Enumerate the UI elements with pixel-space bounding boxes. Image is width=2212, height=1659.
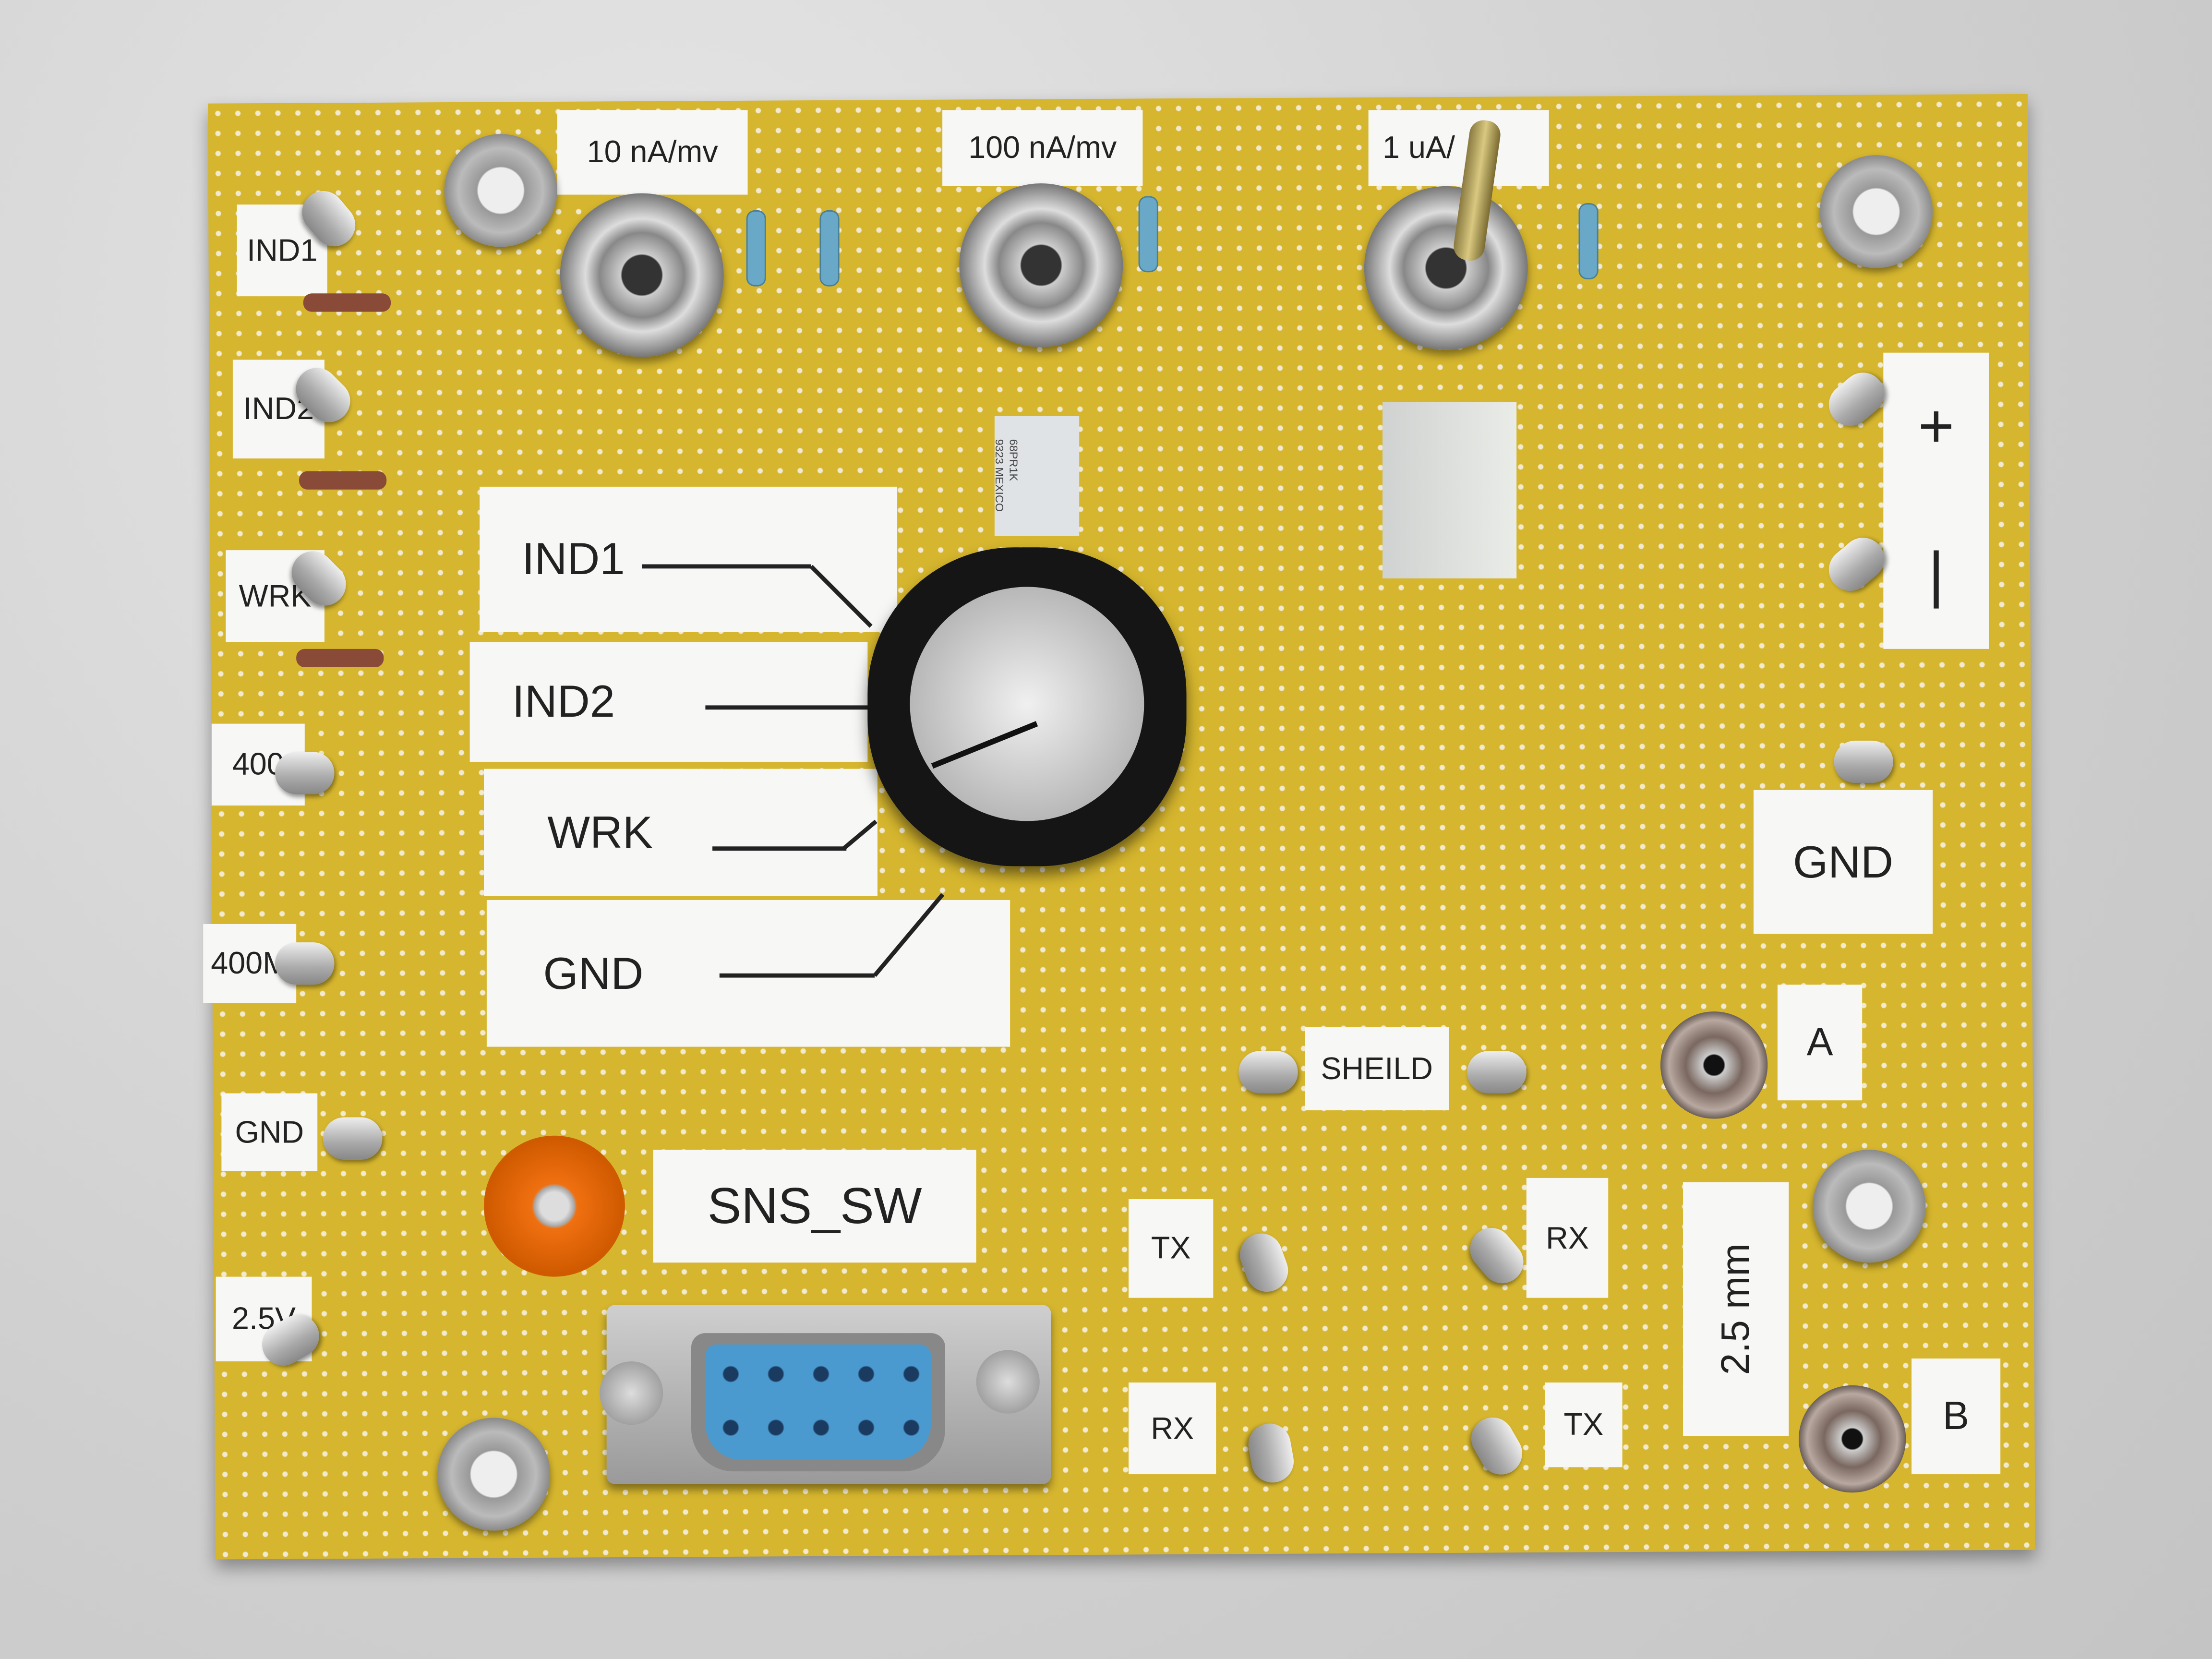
screw-icon bbox=[599, 1361, 663, 1425]
test-pin-400m[interactable] bbox=[275, 942, 335, 985]
label-2-5mm: 2.5 mm bbox=[1683, 1182, 1789, 1436]
selector-label-ind1: IND1 bbox=[480, 486, 898, 632]
hand-drawn-line bbox=[719, 973, 875, 978]
label-power: + | bbox=[1883, 352, 1989, 649]
resistor bbox=[1140, 197, 1157, 271]
toggle-switch-1ua[interactable] bbox=[1364, 186, 1528, 350]
mounting-nut bbox=[1820, 155, 1933, 268]
knob-cap bbox=[910, 587, 1144, 821]
hand-drawn-line bbox=[705, 705, 875, 710]
sns-sw-jack[interactable] bbox=[484, 1135, 625, 1277]
test-pin-shield[interactable] bbox=[1467, 1051, 1527, 1094]
hand-drawn-line bbox=[642, 564, 811, 569]
label-sns-sw: SNS_SW bbox=[653, 1150, 976, 1263]
jack-a[interactable] bbox=[1660, 1011, 1768, 1119]
mounting-nut bbox=[444, 134, 557, 247]
label-tx-left: TX bbox=[1129, 1199, 1214, 1298]
label-rx-left: RX bbox=[1129, 1382, 1216, 1475]
label-b: B bbox=[1911, 1358, 2001, 1475]
resistor bbox=[747, 211, 765, 285]
label-tx-right: TX bbox=[1544, 1382, 1623, 1467]
mounting-nut bbox=[437, 1418, 551, 1531]
label-gnd-small: GND bbox=[221, 1093, 318, 1171]
selector-label-gnd: GND bbox=[486, 900, 1010, 1047]
label-1ua: 1 uA/ bbox=[1368, 110, 1549, 186]
resistor bbox=[1580, 204, 1597, 278]
label-10na: 10 nA/mv bbox=[557, 110, 748, 195]
label-sheild: SHEILD bbox=[1305, 1027, 1449, 1110]
label-2-5mm-text: 2.5 mm bbox=[1713, 1243, 1757, 1375]
label-wrk-small: WRK bbox=[226, 550, 325, 642]
selector-label-ind2: IND2 bbox=[469, 642, 868, 762]
toggle-switch-10na[interactable] bbox=[560, 193, 724, 357]
db9-pins bbox=[705, 1344, 931, 1460]
label-rx-right: RX bbox=[1526, 1178, 1609, 1298]
trimmer[interactable] bbox=[1382, 402, 1517, 578]
mounting-nut bbox=[1813, 1150, 1926, 1263]
pot-marking: 68PR1K bbox=[1007, 439, 1020, 481]
label-100na: 100 nA/mv bbox=[942, 110, 1143, 186]
selector-label-wrk: WRK bbox=[484, 769, 878, 896]
db9-connector[interactable] bbox=[599, 1305, 1051, 1484]
test-pin-shield[interactable] bbox=[1238, 1051, 1298, 1094]
label-plus: + bbox=[1918, 391, 1955, 461]
hand-drawn-line bbox=[712, 846, 847, 851]
test-pin-gnd-right[interactable] bbox=[1834, 740, 1893, 783]
resistor bbox=[821, 211, 838, 285]
selector-knob[interactable] bbox=[867, 547, 1187, 866]
label-a: A bbox=[1777, 985, 1863, 1101]
diode bbox=[303, 293, 391, 312]
diode bbox=[296, 649, 384, 668]
pot-marking: 9323 MEXICO bbox=[993, 439, 1006, 512]
label-gnd-right: GND bbox=[1753, 790, 1933, 934]
toggle-switch-100na[interactable] bbox=[959, 183, 1123, 347]
screw-icon bbox=[976, 1350, 1040, 1414]
diode bbox=[299, 471, 387, 490]
test-pin-gnd[interactable] bbox=[323, 1117, 383, 1160]
jack-b[interactable] bbox=[1798, 1385, 1906, 1493]
label-minus: | bbox=[1928, 540, 1945, 609]
test-pin-400[interactable] bbox=[275, 752, 335, 794]
potentiometer: 68PR1K 9323 MEXICO bbox=[993, 416, 1080, 536]
